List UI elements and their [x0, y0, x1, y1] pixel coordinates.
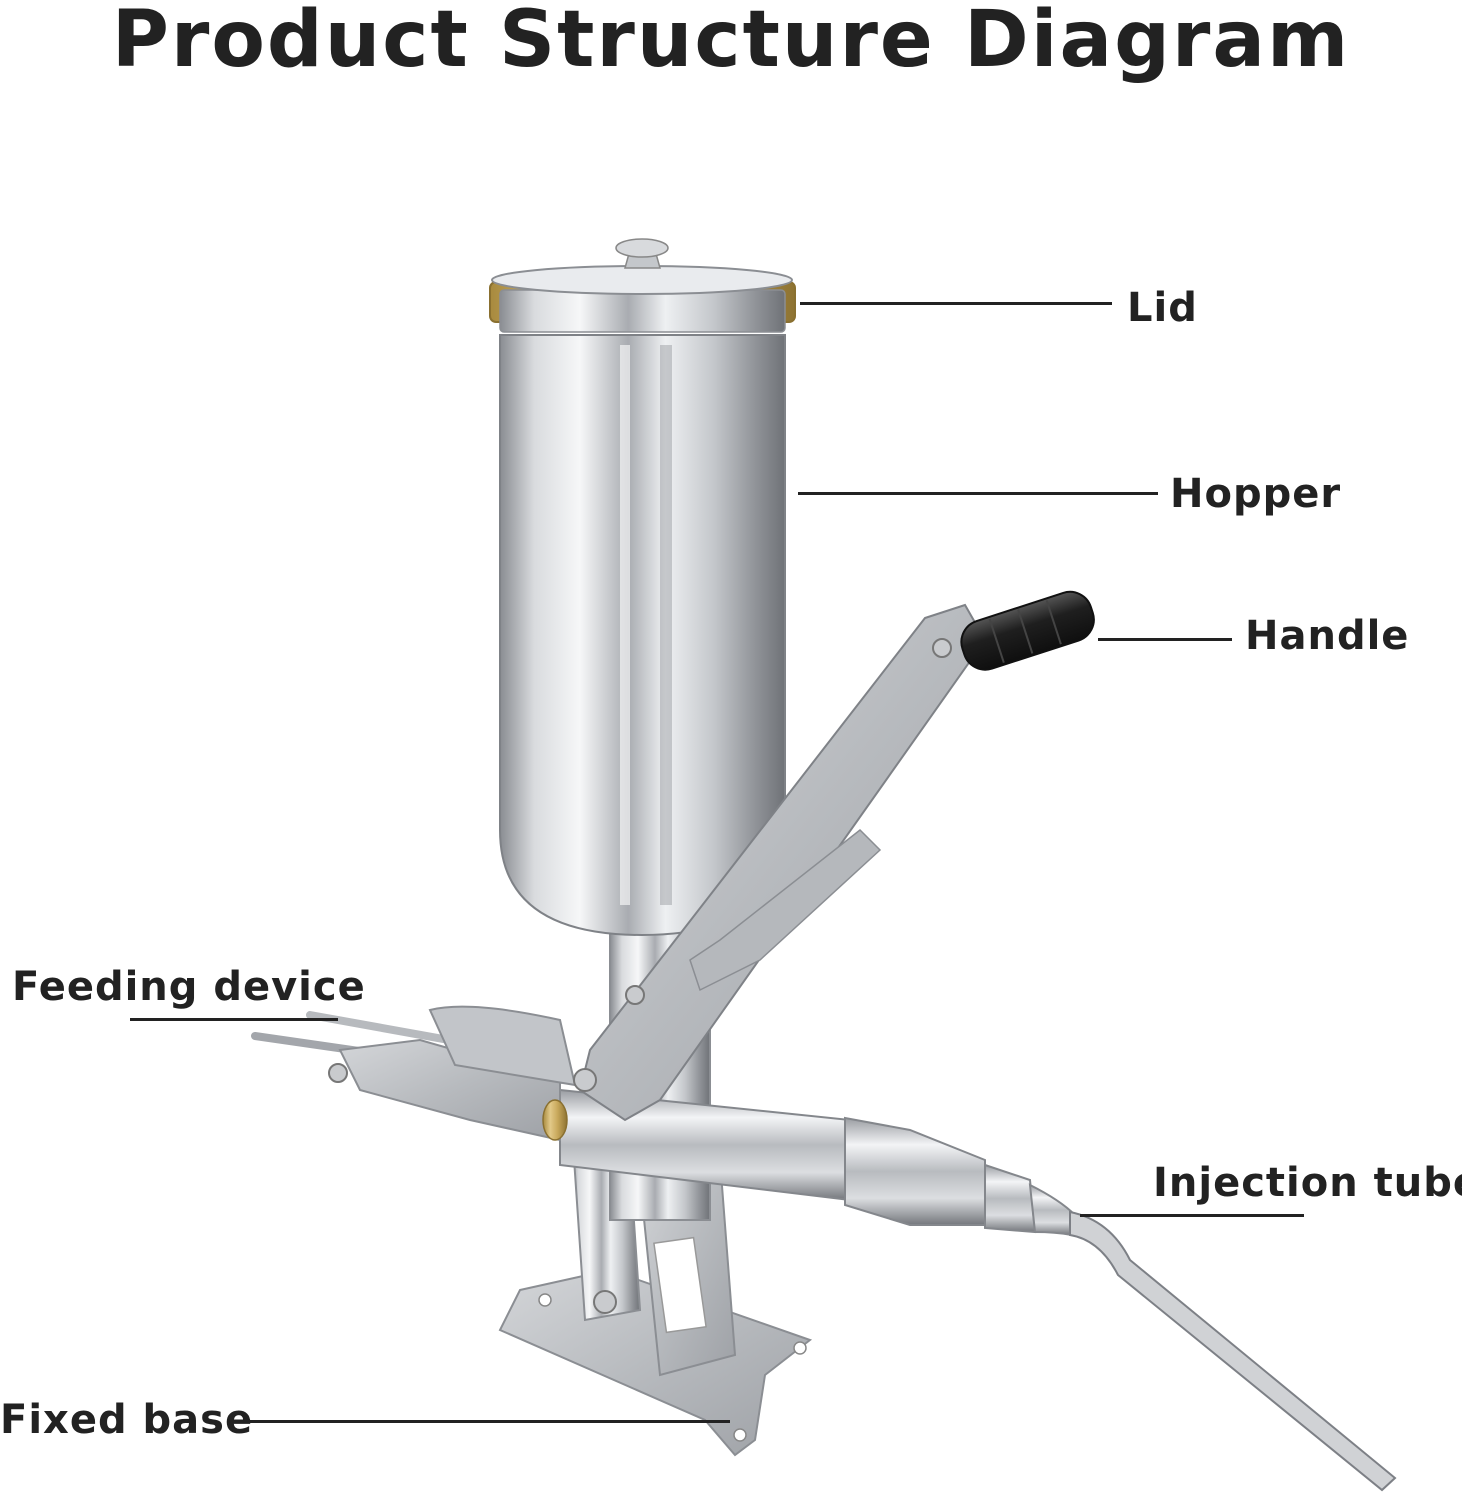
handle-leader-line: [1098, 638, 1232, 641]
fixed-base-label: Fixed base: [0, 1397, 254, 1443]
hopper-part: [499, 334, 786, 937]
hopper-leader-line: [798, 492, 1158, 495]
feeding-device-part: [251, 1005, 577, 1142]
handle-label: Handle: [1245, 613, 1410, 659]
handle-part: [573, 590, 1095, 1122]
injection-tube-leader-line: [1080, 1214, 1304, 1217]
lid-label: Lid: [1127, 285, 1198, 331]
diagram-title: Product Structure Diagram: [111, 0, 1351, 85]
lid-leader-line: [800, 302, 1112, 305]
injection-tube-part: [559, 1088, 1397, 1492]
hopper-label: Hopper: [1170, 471, 1342, 517]
injection-tube-label: Injection tube: [1153, 1160, 1462, 1206]
lid-part: [489, 238, 796, 333]
fixed-base-leader-line: [250, 1420, 730, 1423]
feeding-device-label: Feeding device: [12, 964, 366, 1010]
feeding-device-leader-line: [130, 1018, 338, 1021]
